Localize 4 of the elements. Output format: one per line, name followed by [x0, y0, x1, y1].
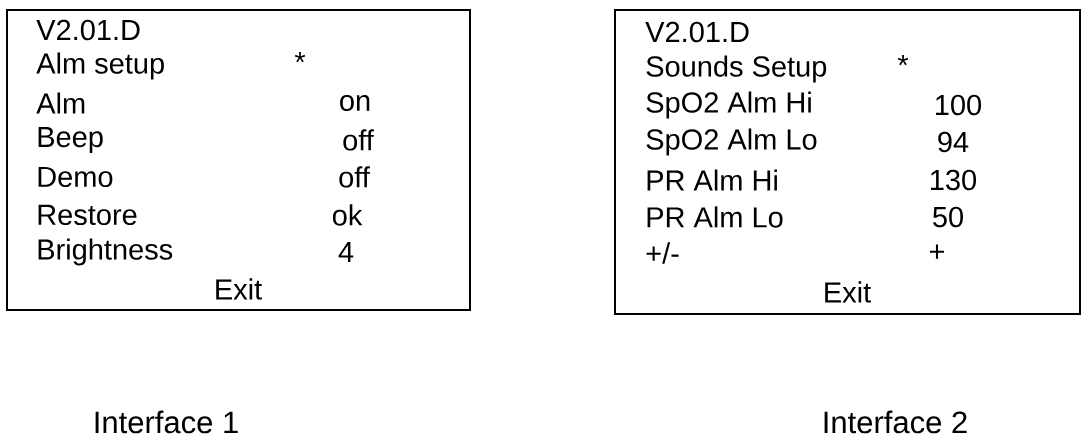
node-label: Interface 1	[95, 410, 238, 434]
node-label: Interface 2	[824, 410, 967, 434]
screen-box: V2.01.D Alm setup * Alm on Beep off Demo off Restore ok Brightness 4 Exit	[6, 9, 471, 311]
screen-box: V2.01.D Sounds Setup * SpO2 Alm Hi 100 SpO2 Alm Lo 94 PR Alm Hi 130 PR Alm Lo 50 +/- + Exit	[614, 9, 1081, 315]
